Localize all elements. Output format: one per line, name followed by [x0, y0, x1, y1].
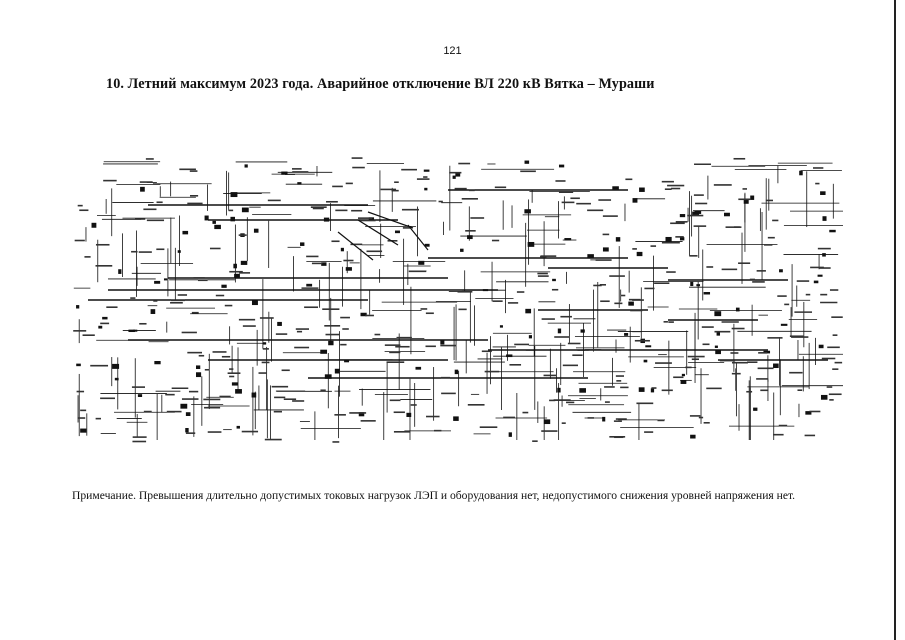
power-grid-schematic	[73, 157, 843, 443]
section-title: 10. Летний максимум 2023 года. Аварийное…	[106, 76, 655, 92]
page-edge-line	[894, 0, 896, 640]
page-number: 121	[443, 45, 462, 57]
note-paragraph: Примечание. Превышения длительно допусти…	[72, 489, 796, 502]
